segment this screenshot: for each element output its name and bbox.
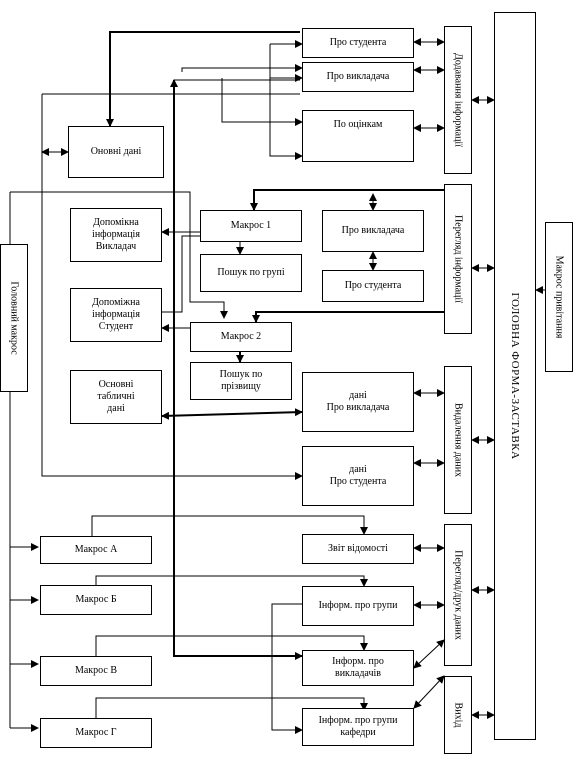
label-dodavannia: Додавання інформації: [452, 53, 464, 147]
label-makros-pryvitannia: Макрос привітання: [553, 255, 565, 339]
vbox-dodavannia: Додавання інформації: [444, 26, 472, 174]
arrow-makros-g-inform-kafedry: [95, 697, 368, 718]
label-vykhid: Вихід: [452, 702, 464, 728]
arrow-inner-rail-kafedry: [271, 603, 303, 734]
vbox-makros-pryvitannia: Макрос привітання: [545, 222, 573, 372]
vbox-pereglyad-druk: Перегляд/друк даних: [444, 524, 472, 666]
box-poshuk-prizvyshchu: Пошук по прізвищу: [190, 362, 292, 400]
box-pro-studenta-2: Про студента: [322, 270, 424, 302]
box-makros-a: Макрос А: [40, 536, 152, 564]
arrow-view-makros2: [252, 311, 444, 323]
box-dopomizhna-student: Допоміжна інформація Студент: [70, 288, 162, 342]
box-pro-vykladacha: Про викладача: [302, 62, 414, 92]
box-inform-grupy: Інформ. про групи: [302, 586, 414, 626]
arrow-inform-vykl-print: [413, 639, 445, 669]
box-makros-v: Макрос В: [40, 656, 152, 686]
box-pro-studenta: Про студента: [302, 28, 414, 58]
arrow-view-makros1: [250, 189, 444, 211]
box-poshuk-grupi: Пошук по групі: [200, 254, 302, 292]
box-zvit-vidomosti: Звіт відомості: [302, 534, 414, 564]
arrow-inform-kafedry-print: [413, 675, 445, 709]
label-golovna-forma: ГОЛОВНА ФОРМА-ЗАСТАВКА: [509, 292, 521, 460]
arrow-pro-studenta-osnovni: [106, 31, 300, 127]
box-osnovni-dani: Оновні дані: [68, 126, 164, 178]
box-pro-vykladacha-2: Про викладача: [322, 210, 424, 252]
label-vydalennia: Видалення даних: [452, 402, 464, 478]
vbox-vydalennia: Видалення даних: [444, 366, 472, 514]
vbox-golovnyi-makros: Головний макрос: [0, 244, 28, 392]
arrow-to-po-otsinkam: [221, 78, 303, 126]
box-makros-b: Макрос Б: [40, 585, 152, 615]
box-inform-vykladachiv: Інформ. про викладачів: [302, 650, 414, 686]
box-makros-g: Макрос Г: [40, 718, 152, 748]
box-makros-2: Макрос 2: [190, 322, 292, 352]
arrow-split-po-otsinkam: [269, 44, 303, 160]
label-pereglyad-druk: Перегляд/друк даних: [452, 550, 464, 640]
arrow-osnovni-tabl-dani-vykl: [161, 408, 303, 420]
arrow-from-left-pro-vykladacha: [181, 64, 303, 72]
box-dopomizhna-vykladach: Допомікна інформація Викладач: [70, 208, 162, 262]
box-dani-pro-vykladacha: дані Про викладача: [302, 372, 414, 432]
box-dani-pro-studenta: дані Про студента: [302, 446, 414, 506]
vbox-golovna-forma: ГОЛОВНА ФОРМА-ЗАСТАВКА: [494, 12, 536, 740]
box-inform-grupy-kafedry: Інформ. про групи кафедри: [302, 708, 414, 746]
vbox-pereglyad: Перегляд інформації: [444, 184, 472, 334]
label-pereglyad: Перегляд інформації: [452, 215, 464, 303]
label-golovnyi-makros: Головний макрос: [8, 281, 20, 355]
line-dop-stud-makros1: [162, 235, 200, 313]
arrow-inner-rail-inform-vykl: [170, 79, 303, 660]
vbox-vykhid: Вихід: [444, 676, 472, 754]
box-osnovni-tablychni: Основні табличні дані: [70, 370, 162, 424]
arrow-makros-a-zvit: [91, 515, 368, 536]
box-po-otsinkam: По оцінкам: [302, 110, 414, 162]
box-makros-1: Макрос 1: [200, 210, 302, 242]
